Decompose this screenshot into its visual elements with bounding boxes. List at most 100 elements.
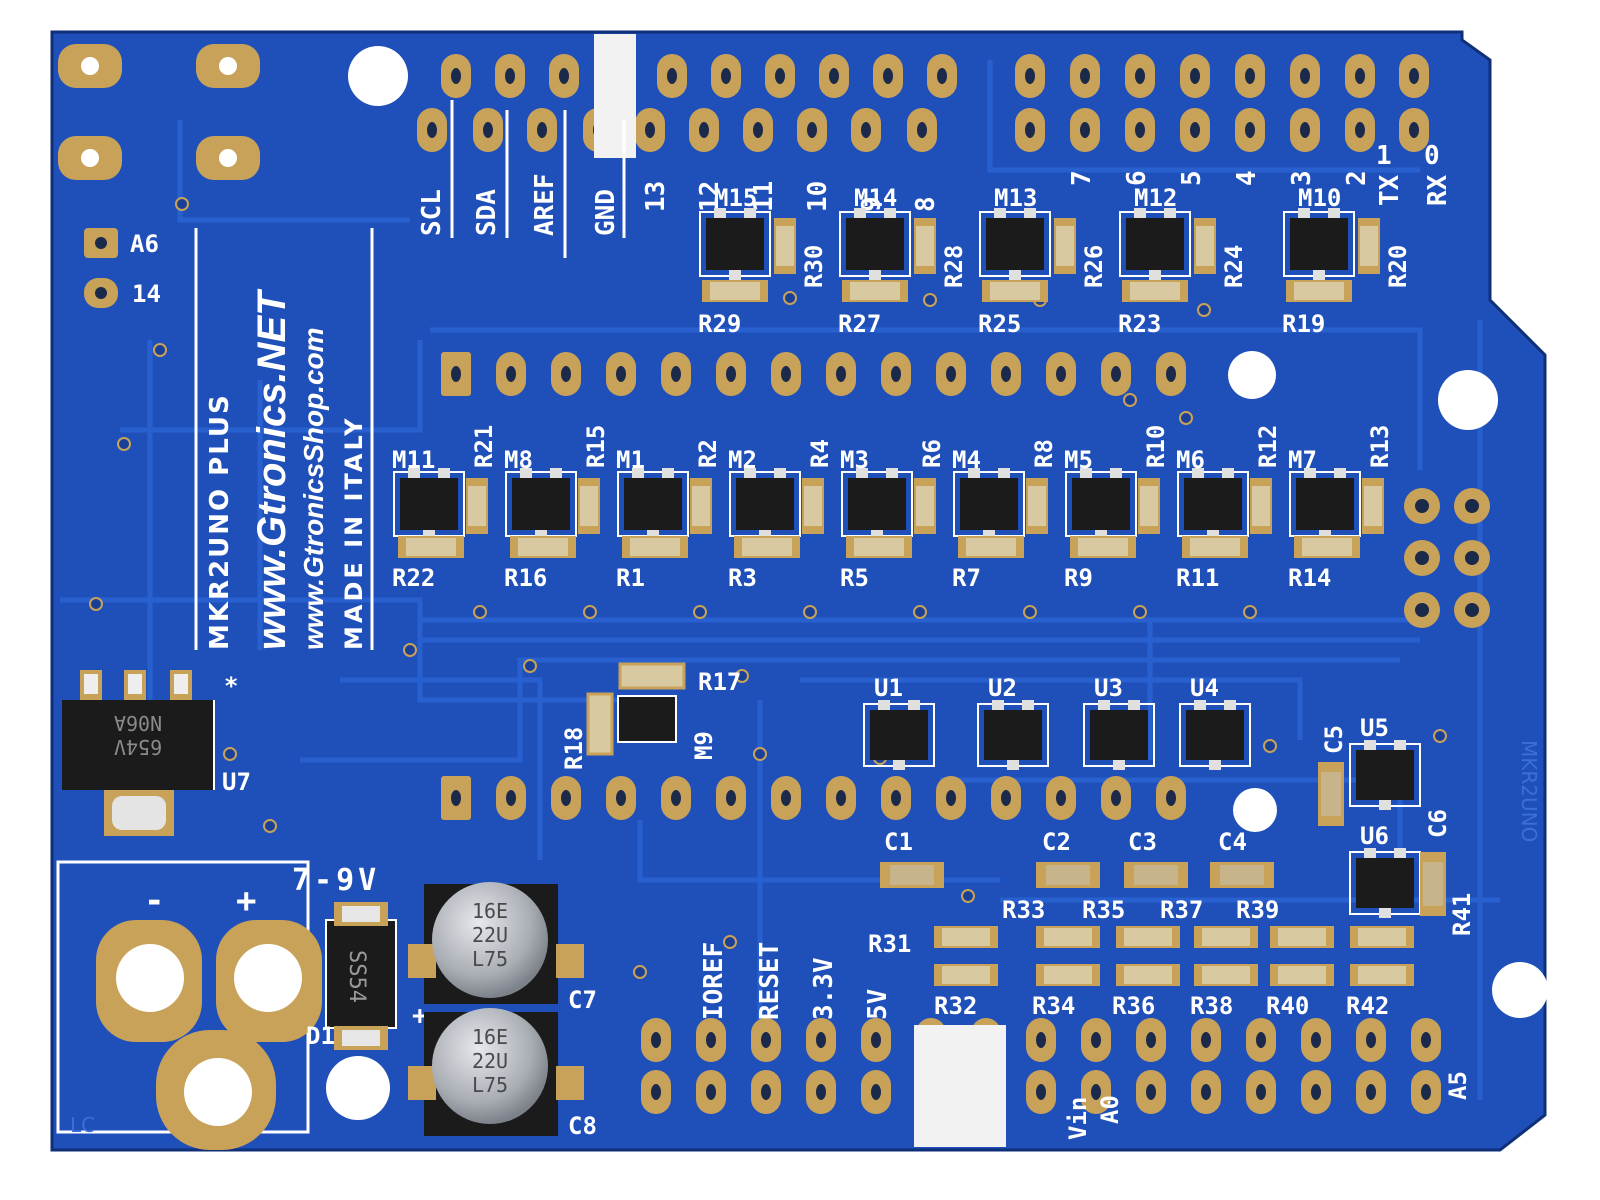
label-r8: R8: [1030, 439, 1058, 468]
header-label-0: 0: [1424, 141, 1440, 171]
header-pad: [696, 1070, 726, 1114]
via: [633, 965, 647, 979]
header-label-3: 3: [1287, 170, 1317, 186]
mosfet-m7: [1289, 468, 1361, 540]
svg-text:22U: 22U: [472, 1049, 508, 1073]
header-label-2: 2: [1342, 170, 1372, 186]
label-c8: C8: [568, 1112, 597, 1140]
label-r21: R21: [470, 425, 498, 468]
header-pad: [771, 776, 801, 820]
label-r4: R4: [806, 439, 834, 468]
u-chip-u5: [1349, 740, 1421, 810]
mounting-hole: [1233, 788, 1277, 832]
header-pad: [1290, 108, 1320, 152]
label-u2: U2: [988, 674, 1017, 702]
header-pad: [606, 352, 636, 396]
label-u5: U5: [1360, 714, 1389, 742]
label-reset: RESET: [755, 942, 785, 1020]
label-a5: A5: [1444, 1071, 1472, 1100]
label-u3: U3: [1094, 674, 1123, 702]
header-pad: [927, 54, 957, 98]
resistor-r20: [1358, 218, 1380, 274]
label-m15: M15: [714, 184, 757, 212]
label-lc: LC: [70, 1113, 95, 1137]
mounting-hole: [348, 46, 408, 106]
trace: [340, 677, 543, 860]
mosfet-m10: [1283, 208, 1355, 280]
header-pad: [851, 108, 881, 152]
via: [117, 437, 131, 451]
header-pad: [873, 54, 903, 98]
header-pad: [1356, 1070, 1386, 1114]
via: [403, 643, 417, 657]
label-m4: M4: [952, 446, 981, 474]
cap-c4: [1210, 862, 1274, 888]
label-u6: U6: [1360, 822, 1389, 850]
header-pad: [936, 776, 966, 820]
header-pad: [441, 776, 471, 820]
label-ioref: IOREF: [699, 942, 729, 1020]
label-r3: R3: [728, 564, 757, 592]
mosfet-m1: [617, 468, 689, 540]
label-c3: C3: [1128, 828, 1157, 856]
header-label-7: 7: [1067, 170, 1097, 186]
via: [735, 669, 749, 683]
resistor-r40: [1270, 964, 1334, 986]
resistor-r39: [1270, 926, 1334, 948]
header-pad: [826, 776, 856, 820]
mosfet-m8: [505, 468, 577, 540]
label-14: 14: [132, 280, 161, 308]
via: [583, 605, 597, 619]
resistor-r2: [690, 478, 712, 534]
electrolytic-c8: 16E 22U L75: [408, 1008, 584, 1136]
header-pad: [1046, 352, 1076, 396]
svg-text:16E: 16E: [472, 1025, 508, 1049]
resistor-r8: [1026, 478, 1048, 534]
header-pad: [771, 352, 801, 396]
svg-text:N06A: N06A: [114, 711, 162, 735]
via: [923, 293, 937, 307]
via: [1263, 739, 1277, 753]
header-pad: [1081, 1070, 1111, 1114]
resistor-r31: [934, 926, 998, 948]
label-r12: R12: [1254, 425, 1282, 468]
via: [1243, 605, 1257, 619]
resistor-r22: [398, 536, 464, 558]
header-pad: [1046, 776, 1076, 820]
header-pad: [549, 54, 579, 98]
label-r20: R20: [1384, 245, 1412, 288]
label-cap-plus: +: [412, 1001, 428, 1031]
label-r35: R35: [1082, 896, 1125, 924]
header-label-11: 11: [749, 181, 779, 212]
svg-text:L75: L75: [472, 1073, 508, 1097]
header-pad: [495, 54, 525, 98]
resistor-r6: [914, 478, 936, 534]
label-3v3: 3.3V: [809, 957, 839, 1020]
label-m14: M14: [854, 184, 897, 212]
label-r31: R31: [868, 930, 911, 958]
label-m3: M3: [840, 446, 869, 474]
header-label-12: 12: [695, 181, 725, 212]
svg-text:L75: L75: [472, 947, 508, 971]
board-origin: MADE IN ITALY: [340, 416, 368, 650]
resistor-r34: [1036, 964, 1100, 986]
label-c1: C1: [884, 828, 913, 856]
header-pad: [1411, 1018, 1441, 1062]
header-pad: [696, 1018, 726, 1062]
via: [723, 935, 737, 949]
via: [1179, 411, 1193, 425]
label-u7: U7: [222, 768, 251, 796]
header-pad: [1235, 54, 1265, 98]
label-plus: +: [236, 881, 256, 921]
header-pad: [751, 1018, 781, 1062]
label-d1: D1: [306, 1022, 335, 1050]
label-r40: R40: [1266, 992, 1309, 1020]
via: [693, 605, 707, 619]
svg-text:M9: M9: [690, 731, 718, 760]
via: [913, 605, 927, 619]
header-pad: [1345, 108, 1375, 152]
u-chip-u4: [1179, 700, 1251, 770]
tx-label: TX: [1375, 174, 1405, 206]
